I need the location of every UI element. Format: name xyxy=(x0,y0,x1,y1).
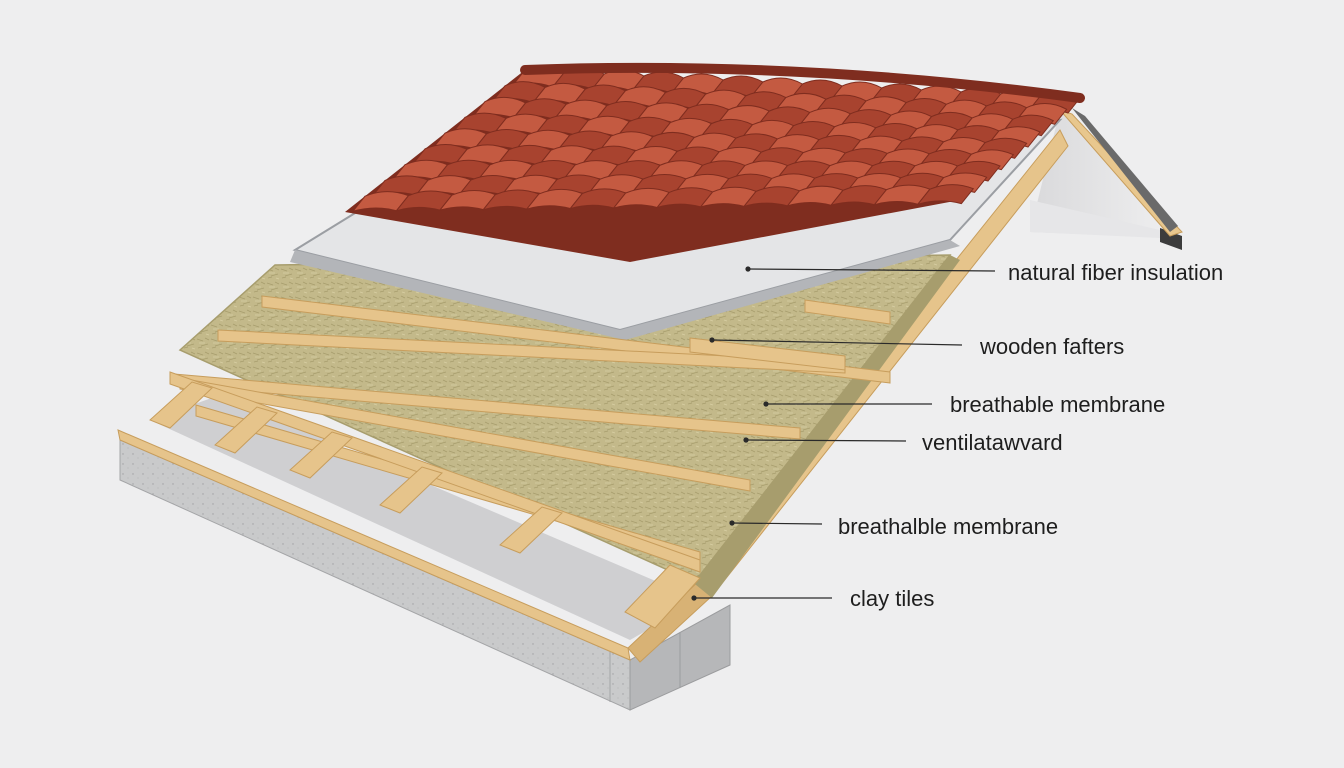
leader-dot xyxy=(691,595,696,600)
leader-dot xyxy=(743,437,748,442)
leader-dot xyxy=(709,337,714,342)
label-clay-tiles: clay tiles xyxy=(850,588,934,610)
leader-dot xyxy=(745,266,750,271)
label-natural-fiber-insulation: natural fiber insulation xyxy=(1008,262,1223,284)
label-ventilatawvard: ventilatawvard xyxy=(922,432,1063,454)
label-breathable-membrane-1: breathable membrane xyxy=(950,394,1165,416)
leader-dot xyxy=(763,401,768,406)
leader-dot xyxy=(729,520,734,525)
label-breathalble-membrane-2: breathalble membrane xyxy=(838,516,1058,538)
label-wooden-fafters: wooden fafters xyxy=(980,336,1124,358)
